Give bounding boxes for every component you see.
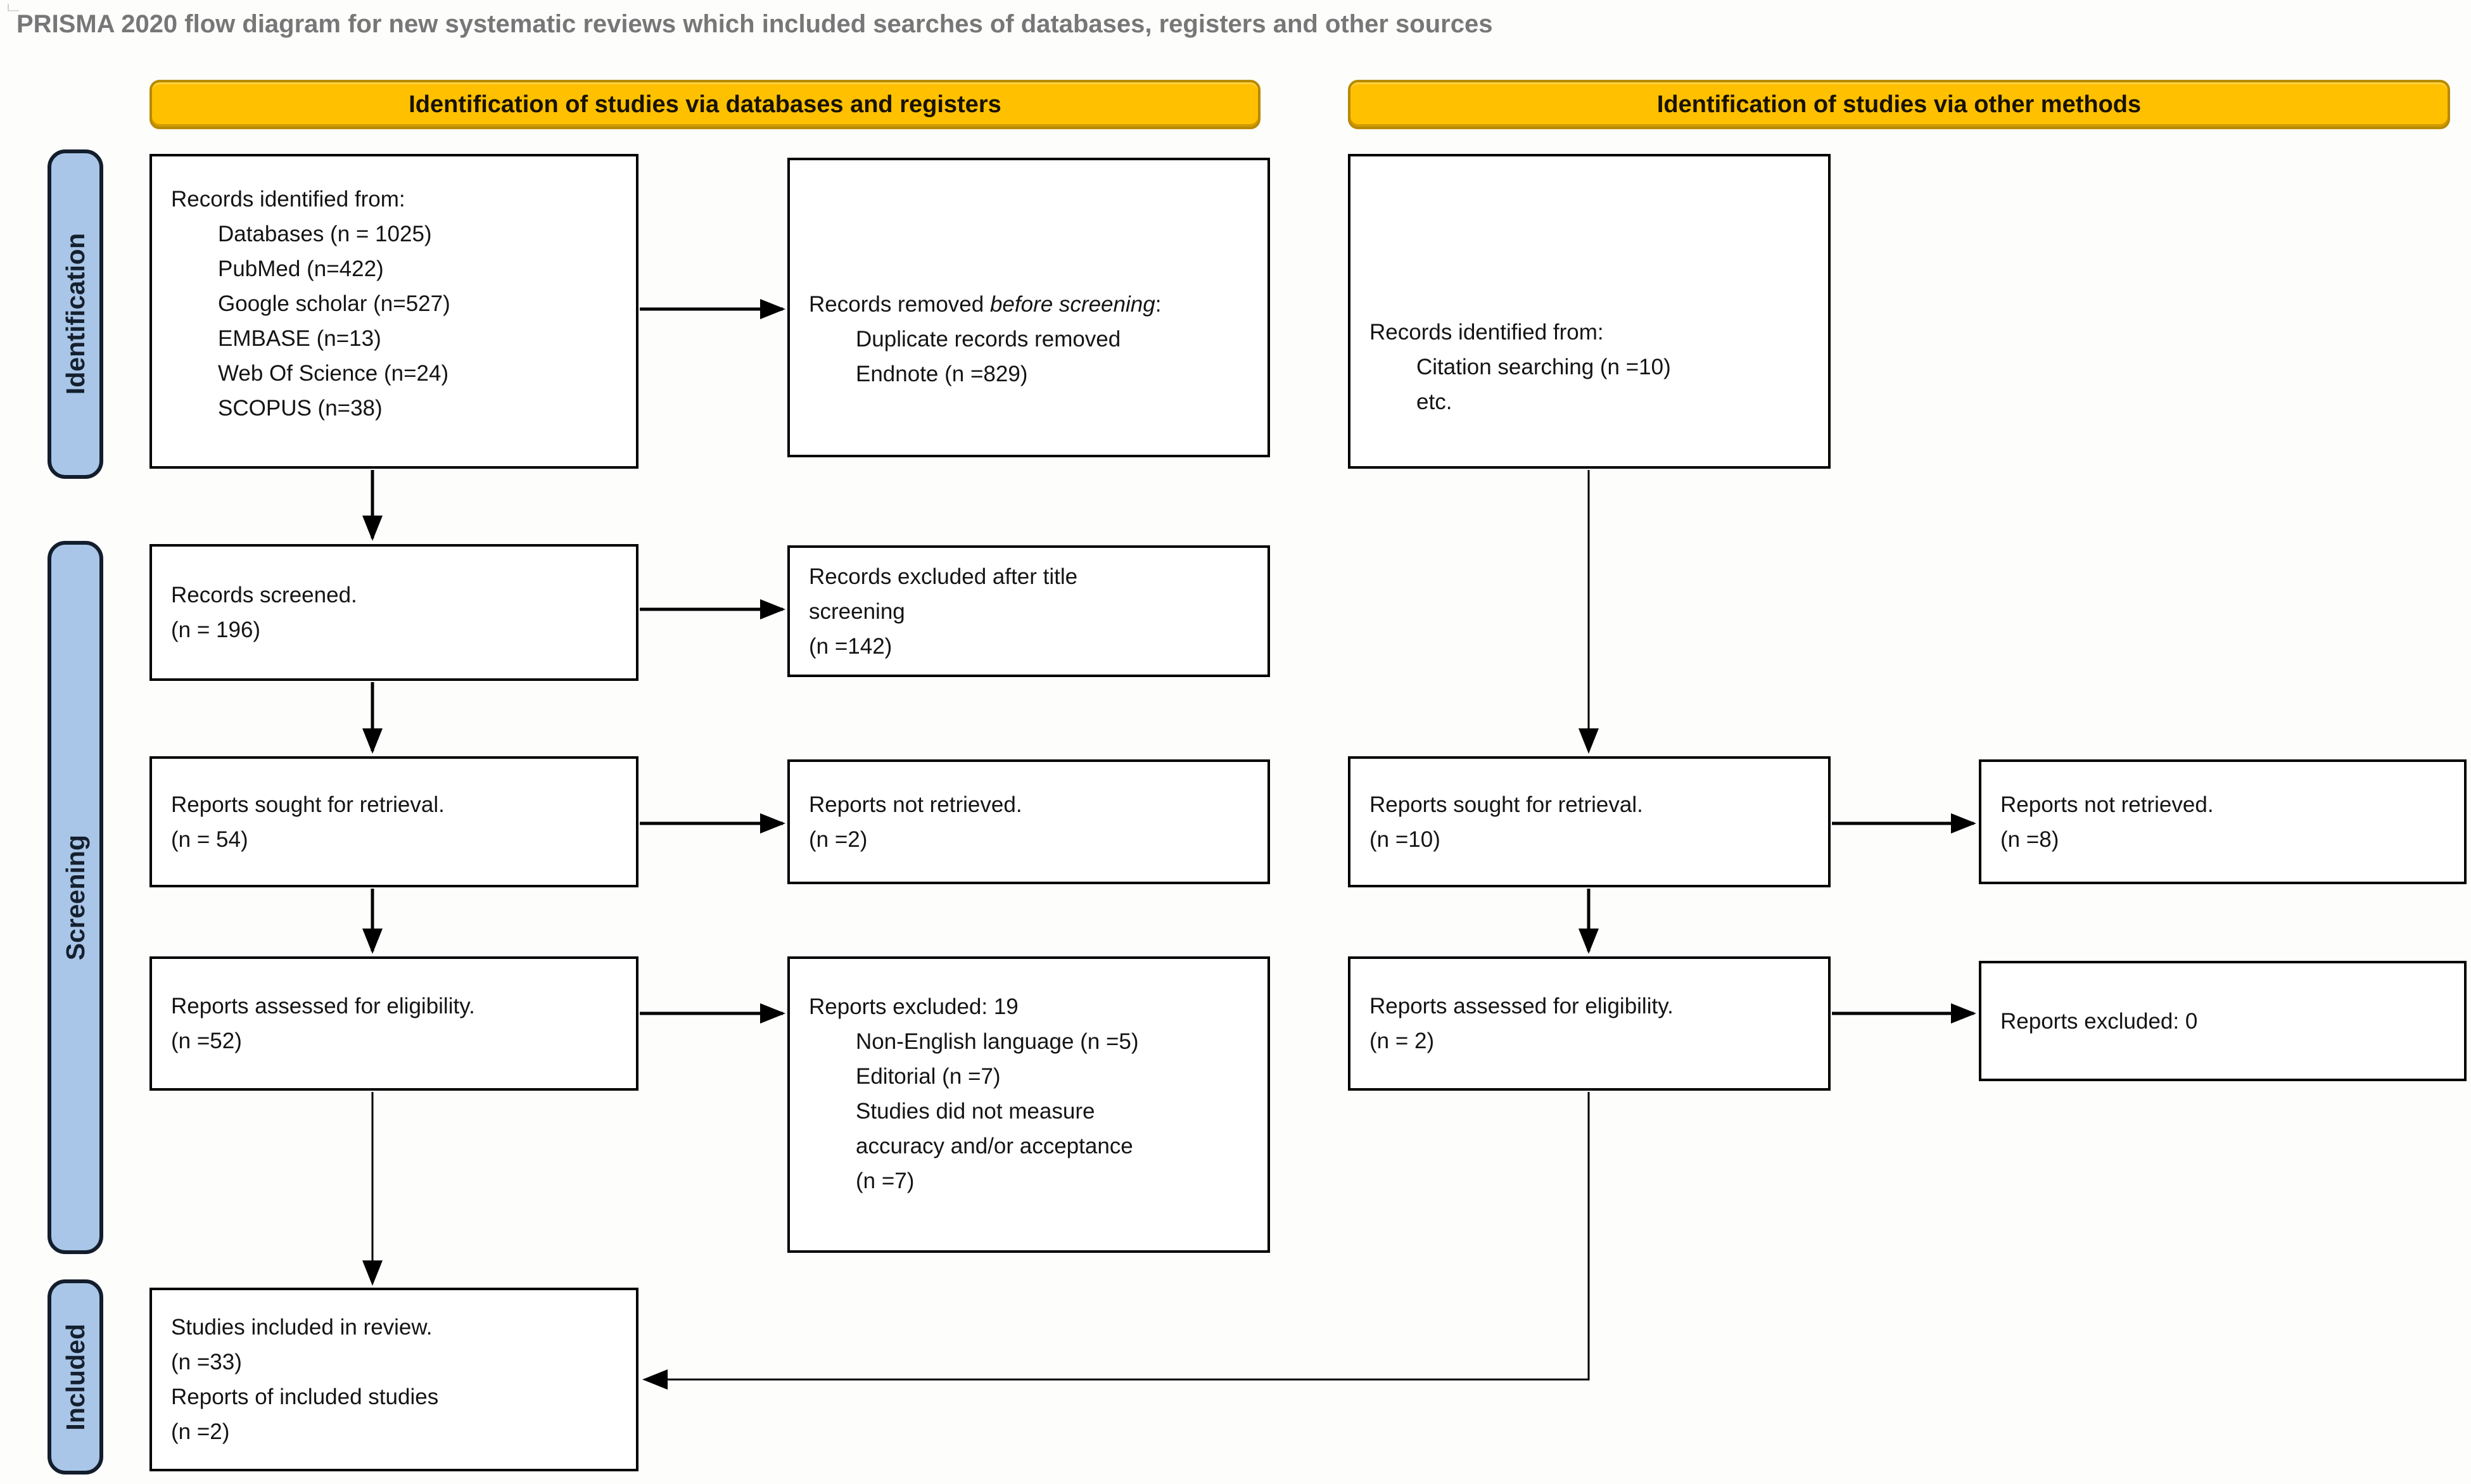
text-line: accuracy and/or acceptance xyxy=(856,1134,1133,1158)
text-line: (n =2) xyxy=(171,1419,230,1444)
box-records-excluded-title-screening: Records excluded after title screening (n … xyxy=(787,545,1270,677)
text-line: Google scholar (n=527) xyxy=(218,291,450,316)
box-reports-excluded-databases: Reports excluded: 19 Non-English languag… xyxy=(787,956,1270,1253)
box-lines: Reports not retrieved. (n =8) xyxy=(1981,762,2464,882)
box-lines: Reports sought for retrieval. (n =10) xyxy=(1350,759,1828,885)
text-line: (n = 196) xyxy=(171,618,261,642)
text-line: Databases (n = 1025) xyxy=(218,222,432,246)
box-studies-included: Studies included in review. (n =33) Report… xyxy=(149,1288,638,1471)
text-line: (n = 54) xyxy=(171,827,248,852)
text-line: Studies did not measure xyxy=(856,1099,1095,1124)
screenshot-artifact xyxy=(8,4,19,11)
box-records-identified-other: Records identified from: Citation search… xyxy=(1348,154,1831,469)
text-line: Studies included in review. xyxy=(171,1315,433,1340)
box-lines: Records excluded after title screening (n … xyxy=(790,548,1267,675)
text-line: (n =33) xyxy=(171,1350,242,1374)
box-items: Non-English language (n =5) Editorial (n … xyxy=(809,1024,1250,1198)
text-line: (n =52) xyxy=(171,1029,242,1053)
box-reports-not-retrieved-databases: Reports not retrieved. (n =2) xyxy=(787,759,1270,884)
header-databases-registers: Identification of studies via databases … xyxy=(149,80,1261,129)
box-reports-sought-other: Reports sought for retrieval. (n =10) xyxy=(1348,756,1831,887)
stage-screening: Screening xyxy=(48,541,103,1254)
text-line: PubMed (n=422) xyxy=(218,257,384,281)
stage-included: Included xyxy=(48,1279,103,1474)
box-items: Databases (n = 1025) PubMed (n=422) Google… xyxy=(171,217,618,426)
box-reports-assessed-databases: Reports assessed for eligibility. (n =52) xyxy=(149,956,638,1091)
box-lines: Reports sought for retrieval. (n = 54) xyxy=(152,759,636,885)
header-databases-label: Identification of studies via databases … xyxy=(409,91,1001,118)
box-lines: Reports assessed for eligibility. (n =52) xyxy=(152,959,636,1088)
text-line: Reports not retrieved. xyxy=(2000,792,2214,817)
box-records-identified-databases: Records identified from: Databases (n = … xyxy=(149,154,638,469)
stage-identification: Identification xyxy=(48,149,103,479)
header-other-methods: Identification of studies via other meth… xyxy=(1348,80,2450,129)
header-other-label: Identification of studies via other meth… xyxy=(1656,91,2142,118)
text-line: Web Of Science (n=24) xyxy=(218,361,449,386)
text-line: (n =8) xyxy=(2000,827,2059,852)
box-reports-assessed-other: Reports assessed for eligibility. (n = 2) xyxy=(1348,956,1831,1091)
text-line: Reports assessed for eligibility. xyxy=(171,994,475,1018)
text-line: SCOPUS (n=38) xyxy=(218,396,383,421)
box-records-removed-before-screening: Records removed before screening: Duplic… xyxy=(787,158,1270,457)
box-heading: Reports excluded: 19 xyxy=(809,994,1019,1019)
text-line: Records excluded after title xyxy=(809,564,1078,589)
heading-italic: before screening xyxy=(989,292,1155,317)
box-lines: Records screened. (n = 196) xyxy=(152,547,636,678)
page-title: PRISMA 2020 flow diagram for new systema… xyxy=(16,10,1493,38)
text-line: Endnote (n =829) xyxy=(856,362,1028,386)
heading-suffix: : xyxy=(1155,292,1162,317)
text-line: Reports sought for retrieval. xyxy=(1369,792,1643,817)
text-line: (n =7) xyxy=(856,1169,915,1193)
text-line: (n =10) xyxy=(1369,827,1440,852)
box-heading: Records identified from: xyxy=(171,187,405,212)
box-reports-excluded-other: Reports excluded: 0 xyxy=(1979,961,2467,1081)
text-line: (n = 2) xyxy=(1369,1029,1435,1053)
text-line: Reports sought for retrieval. xyxy=(171,792,445,817)
box-items: Citation searching (n =10) etc. xyxy=(1369,350,1810,419)
text-line: Citation searching (n =10) xyxy=(1416,355,1671,379)
stage-identification-label: Identification xyxy=(60,233,90,395)
box-heading: Records identified from: xyxy=(1369,320,1604,345)
text-line: EMBASE (n=13) xyxy=(218,326,381,351)
text-line: Reports not retrieved. xyxy=(809,792,1022,817)
stage-included-label: Included xyxy=(60,1323,90,1431)
text-line: Editorial (n =7) xyxy=(856,1064,1001,1089)
text-line: etc. xyxy=(1416,390,1452,414)
text-line: (n =2) xyxy=(809,827,868,852)
box-lines: Studies included in review. (n =33) Report… xyxy=(152,1290,636,1469)
heading-prefix: Records removed xyxy=(809,292,990,317)
box-reports-sought-databases: Reports sought for retrieval. (n = 54) xyxy=(149,756,638,887)
text-line: Reports excluded: 0 xyxy=(2000,1008,2198,1034)
text-line: screening xyxy=(809,599,905,624)
text-line: Duplicate records removed xyxy=(856,327,1121,352)
box-lines: Reports assessed for eligibility. (n = 2) xyxy=(1350,959,1828,1088)
text-line: (n =142) xyxy=(809,633,892,659)
box-lines: Reports excluded: 0 xyxy=(1981,963,2464,1079)
text-line: Non-English language (n =5) xyxy=(856,1029,1139,1054)
box-records-screened: Records screened. (n = 196) xyxy=(149,544,638,681)
box-heading: Records removed before screening: xyxy=(809,287,1164,322)
box-lines: Reports not retrieved. (n =2) xyxy=(790,762,1267,882)
box-reports-not-retrieved-other: Reports not retrieved. (n =8) xyxy=(1979,759,2467,884)
stage-screening-label: Screening xyxy=(60,834,90,961)
text-line: Reports assessed for eligibility. xyxy=(1369,994,1674,1018)
text-line: Reports of included studies xyxy=(171,1385,439,1409)
text-line: Records screened. xyxy=(171,583,357,607)
